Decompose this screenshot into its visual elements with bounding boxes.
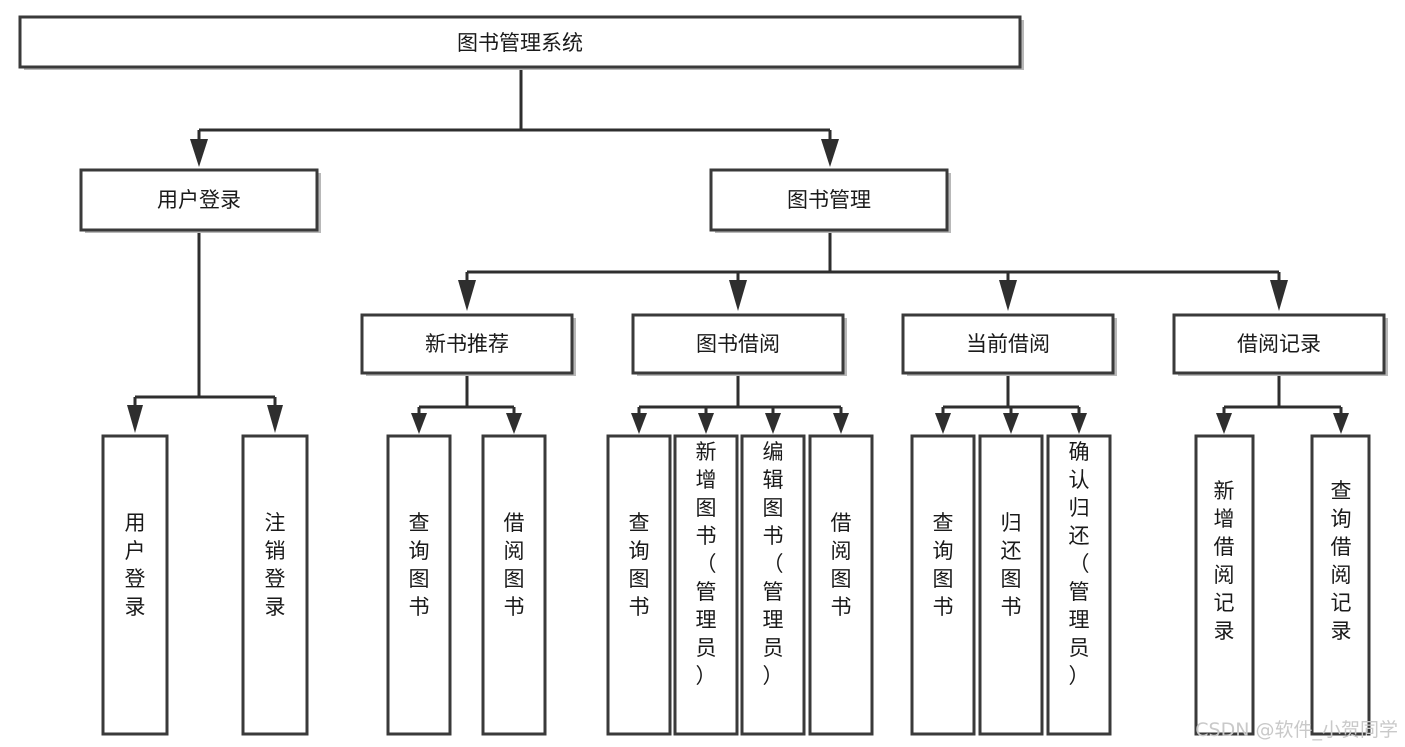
leaf-new-book-query-label: 查询图书 — [409, 511, 430, 619]
node-book-borrow-box[interactable] — [631, 313, 845, 375]
leaf-current-borrow-return[interactable]: 归还图书 — [978, 434, 1044, 736]
node-book-management-label: 图书管理 — [787, 188, 871, 212]
node-user-login-box[interactable] — [79, 168, 319, 232]
arrow-head-leaf-logout — [267, 405, 283, 433]
leaf-book-borrow-query-box[interactable] — [606, 434, 672, 736]
leaf-user-login-login-box[interactable] — [101, 434, 169, 736]
leaf-current-borrow-return-box[interactable] — [978, 434, 1044, 736]
arrow-head-cb-query — [935, 413, 951, 434]
arrow-head-bb-query — [631, 413, 647, 434]
leaf-book-borrow-query[interactable]: 查询图书 — [606, 434, 672, 736]
arrow-head-br-query — [1333, 413, 1349, 434]
arrow-head-nb-borrow — [506, 413, 522, 434]
arrow-head-bb-edit — [765, 413, 781, 434]
arrow-head-book-mgmt — [821, 139, 839, 167]
node-borrow-record-label: 借阅记录 — [1237, 332, 1321, 356]
leaf-book-borrow-add[interactable]: 新增图书（管理员） — [673, 434, 739, 736]
connector-layer — [127, 69, 1349, 434]
node-user-login[interactable]: 用户登录 — [79, 168, 321, 233]
node-user-login-label: 用户登录 — [157, 188, 241, 212]
leaf-user-login-login[interactable]: 用户登录 — [101, 434, 169, 736]
arrow-head-new-book — [458, 280, 476, 311]
arrow-head-user-login — [190, 139, 208, 167]
node-book-borrow-label: 图书借阅 — [696, 332, 780, 356]
leaf-user-login-login-label: 用户登录 — [125, 511, 146, 619]
leaf-book-borrow-add-box[interactable] — [673, 434, 739, 736]
node-book-management-box[interactable] — [709, 168, 949, 232]
leaf-book-borrow-add-label: 新增图书（管理员） — [696, 440, 717, 688]
leaf-book-borrow-borrow-label: 借阅图书 — [831, 511, 852, 619]
leaf-borrow-record-add[interactable]: 新增借阅记录 — [1194, 434, 1255, 736]
node-current-borrow-label: 当前借阅 — [966, 332, 1050, 356]
leaf-user-login-logout[interactable]: 注销登录 — [241, 434, 309, 736]
arrow-head-br-add — [1216, 413, 1232, 434]
node-new-book-recommend-label: 新书推荐 — [425, 332, 509, 356]
node-new-book-recommend[interactable]: 新书推荐 — [360, 313, 576, 376]
leaf-current-borrow-query-box[interactable] — [910, 434, 976, 736]
leaf-current-borrow-confirm-label: 确认归还（管理员） — [1069, 440, 1090, 688]
arrow-head-bb-add — [698, 413, 714, 434]
leaf-user-login-logout-label: 注销登录 — [265, 511, 286, 619]
leaf-borrow-record-add-label: 新增借阅记录 — [1214, 479, 1235, 643]
leaf-new-book-borrow-label: 借阅图书 — [504, 511, 525, 619]
node-root-label: 图书管理系统 — [457, 31, 583, 55]
leaf-current-borrow-confirm-box[interactable] — [1046, 434, 1112, 736]
node-current-borrow[interactable]: 当前借阅 — [901, 313, 1117, 376]
arrow-head-leaf-user-login — [127, 405, 143, 433]
leaf-borrow-record-query-box[interactable] — [1310, 434, 1371, 736]
csdn-watermark: CSDN @软件_小贺同学 — [1195, 719, 1398, 741]
leaf-book-borrow-edit-box[interactable] — [740, 434, 806, 736]
leaf-new-book-borrow-box[interactable] — [481, 434, 547, 736]
node-root-box[interactable] — [18, 15, 1022, 69]
leaf-book-borrow-edit-label: 编辑图书（管理员） — [763, 440, 784, 688]
arrow-head-borrow-record — [1270, 280, 1288, 311]
leaf-current-borrow-confirm[interactable]: 确认归还（管理员） — [1046, 434, 1112, 736]
arrow-head-current-borrow — [999, 280, 1017, 311]
leaf-current-borrow-return-label: 归还图书 — [1001, 511, 1022, 619]
leaf-current-borrow-query-label: 查询图书 — [933, 511, 954, 619]
leaf-book-borrow-borrow-box[interactable] — [808, 434, 874, 736]
arrow-head-cb-return — [1003, 413, 1019, 434]
node-root[interactable]: 图书管理系统 — [18, 15, 1024, 70]
node-book-management[interactable]: 图书管理 — [709, 168, 951, 233]
leaf-borrow-record-query-label: 查询借阅记录 — [1331, 479, 1352, 643]
arrow-head-nb-query — [411, 413, 427, 434]
leaf-current-borrow-query[interactable]: 查询图书 — [910, 434, 976, 736]
leaf-borrow-record-query[interactable]: 查询借阅记录 — [1310, 434, 1371, 736]
leaf-borrow-record-add-box[interactable] — [1194, 434, 1255, 736]
leaf-new-book-borrow[interactable]: 借阅图书 — [481, 434, 547, 736]
node-borrow-record-box[interactable] — [1172, 313, 1386, 375]
node-new-book-recommend-box[interactable] — [360, 313, 574, 375]
leaf-book-borrow-query-label: 查询图书 — [629, 511, 650, 619]
leaf-user-login-logout-box[interactable] — [241, 434, 309, 736]
arrow-head-bb-borrow — [833, 413, 849, 434]
arrow-head-book-borrow — [729, 280, 747, 311]
leaf-new-book-query[interactable]: 查询图书 — [386, 434, 452, 736]
node-current-borrow-box[interactable] — [901, 313, 1115, 375]
leaf-book-borrow-borrow[interactable]: 借阅图书 — [808, 434, 874, 736]
leaf-new-book-query-box[interactable] — [386, 434, 452, 736]
node-book-borrow[interactable]: 图书借阅 — [631, 313, 847, 376]
arrow-head-cb-confirm — [1071, 413, 1087, 434]
node-borrow-record[interactable]: 借阅记录 — [1172, 313, 1388, 376]
leaf-book-borrow-edit[interactable]: 编辑图书（管理员） — [740, 434, 806, 736]
